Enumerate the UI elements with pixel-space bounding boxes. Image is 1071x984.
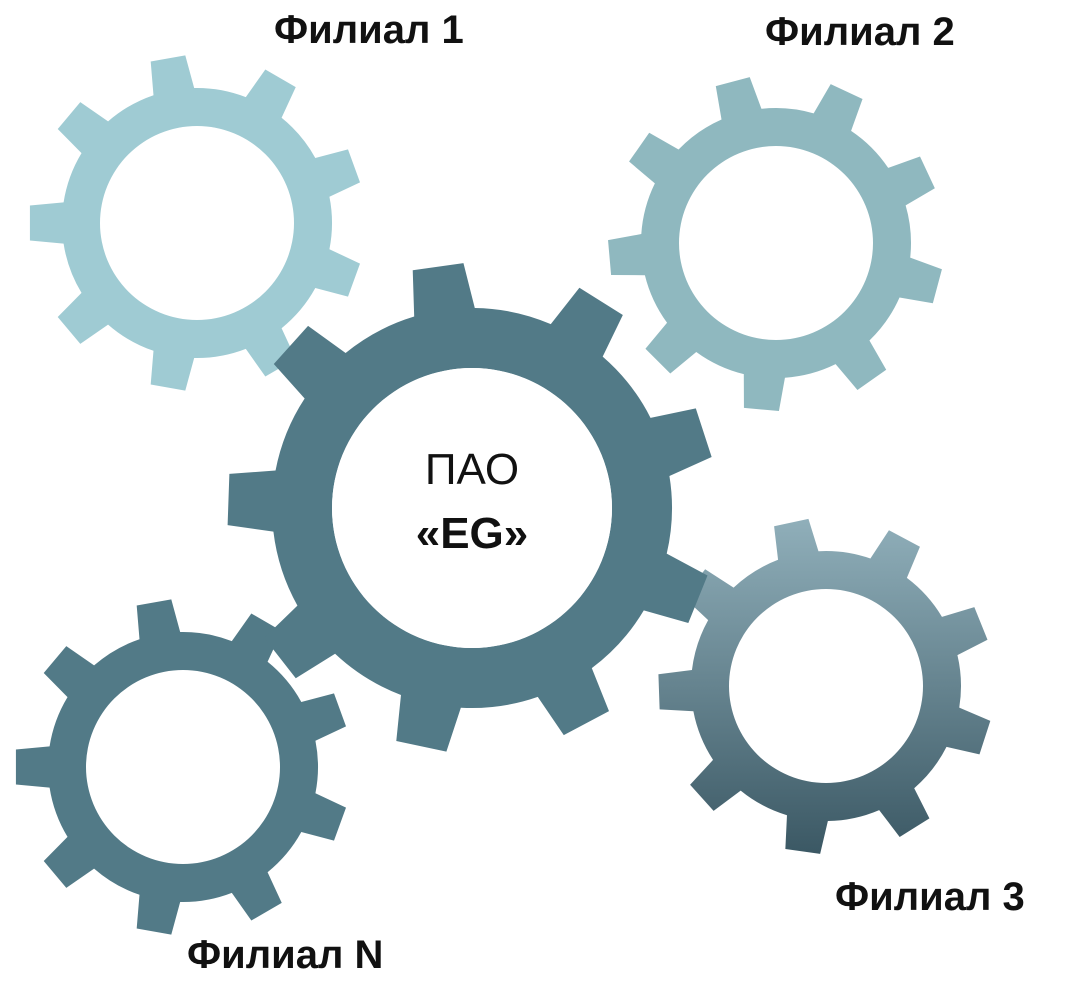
gear-branch-3-icon [658, 518, 991, 854]
center-company-type: ПАО [424, 445, 520, 494]
center-disk [332, 368, 612, 648]
branch-3-label: Филиал 3 [835, 875, 1025, 919]
gear-branch-2-icon [608, 77, 942, 411]
gear-branch-1-icon [29, 55, 361, 391]
center-company-name: «EG» [415, 509, 529, 558]
branch-1-label: Филиал 1 [274, 8, 464, 52]
branch-n-label: Филиал N [187, 933, 384, 977]
gear-center-icon [227, 263, 712, 752]
branch-2-label: Филиал 2 [765, 10, 955, 54]
gear-branch-n-icon [15, 599, 347, 935]
